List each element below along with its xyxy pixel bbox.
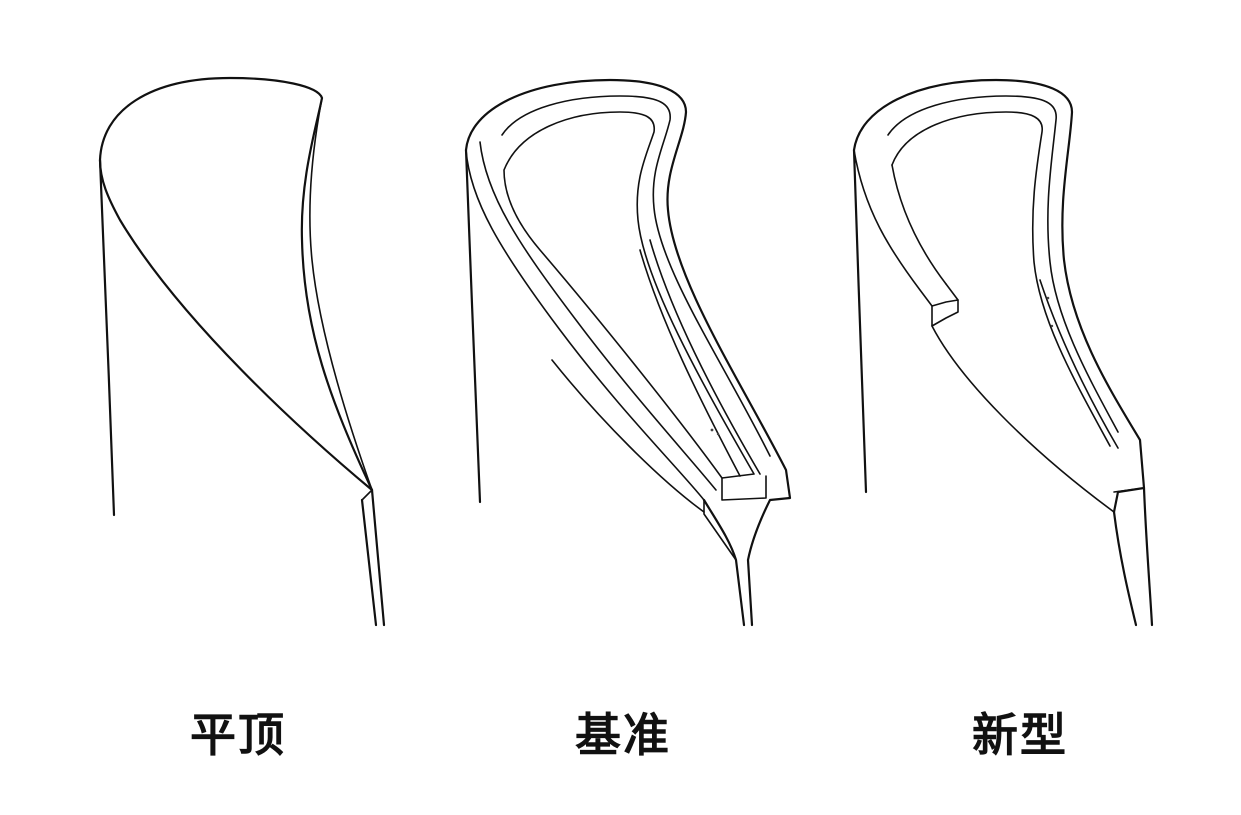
flat-tip-trailing-tail-inner: [360, 498, 378, 627]
baseline-pressure-line-2: [649, 239, 761, 475]
baseline-leading-wall: [464, 148, 482, 504]
novel-squealer-blade: [852, 78, 1154, 627]
baseline-cavity-outline: [503, 111, 755, 479]
flat-tip-blade: [98, 76, 386, 627]
caption-novel: 新型: [972, 708, 1068, 762]
caption-baseline: 基准: [575, 708, 671, 762]
baseline-pressure-line-1: [639, 249, 741, 477]
novel-trailing-band: [1113, 487, 1145, 493]
novel-tail-outer: [1142, 486, 1154, 627]
baseline-outer-rim: [464, 78, 792, 627]
novel-partial-rim-inner: [891, 164, 947, 285]
baseline-rim-top-inner: [501, 95, 771, 457]
baseline-suction-band-inner: [479, 141, 717, 491]
baseline-tail-joint: [703, 499, 737, 561]
novel-rim-cut-step: [931, 299, 959, 327]
novel-rim-top-inner: [887, 95, 1119, 433]
baseline-tail-left: [702, 498, 746, 627]
flat-tip-trailing-tail-outer: [370, 488, 386, 627]
flat-tip-surface: [98, 76, 374, 492]
novel-leading-wall: [852, 148, 868, 494]
baseline-trailing-step: [721, 475, 767, 501]
novel-pressure-line-1: [1039, 279, 1119, 449]
baseline-speck-2: [716, 432, 720, 436]
novel-cavity-outline: [891, 111, 1111, 447]
novel-partial-rim-outer: [853, 149, 933, 307]
baseline-speck-1: [710, 428, 714, 432]
novel-outer-rim: [852, 78, 1146, 514]
novel-speck-1: [1046, 296, 1050, 300]
novel-rim-cut-top: [945, 283, 959, 301]
novel-flat-region-edge: [931, 325, 1115, 513]
flat-tip-leading-wall: [98, 158, 116, 517]
baseline-blade-body-line: [551, 359, 705, 513]
flat-tip-pressure-edge: [309, 97, 373, 491]
flat-tip-tail-cap: [361, 489, 373, 501]
baseline-suction-band: [465, 149, 705, 501]
novel-speck-2: [1050, 324, 1054, 328]
caption-flat-tip: 平顶: [190, 708, 286, 762]
baseline-squealer-blade: [464, 78, 792, 627]
novel-tail-inner: [1112, 510, 1138, 627]
